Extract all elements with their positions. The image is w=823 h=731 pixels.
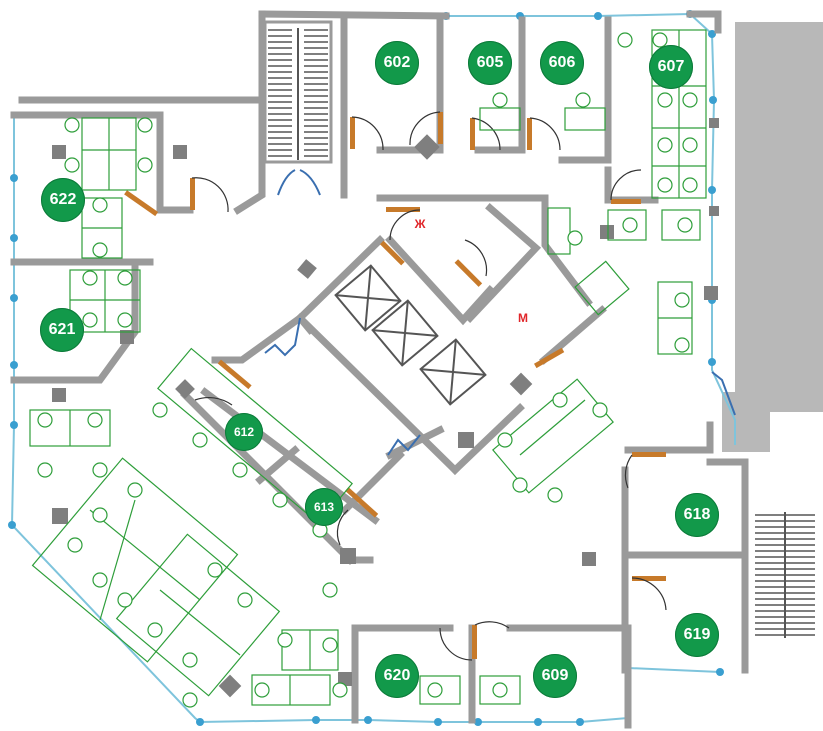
window-line <box>261 12 736 445</box>
chairs <box>37 32 698 708</box>
room-label-621[interactable]: 621 <box>40 308 84 352</box>
room-label-620[interactable]: 620 <box>375 654 419 698</box>
restroom-men-label: М <box>518 311 528 325</box>
walls <box>10 10 749 729</box>
stairs-east <box>752 510 818 640</box>
room-label-618[interactable]: 618 <box>675 493 719 537</box>
room-label-613[interactable]: 613 <box>305 488 343 526</box>
room-label-622[interactable]: 622 <box>41 178 85 222</box>
restroom-women-label: Ж <box>414 217 426 231</box>
room-label-612[interactable]: 612 <box>225 413 263 451</box>
elevators <box>334 264 487 406</box>
stairs-north <box>263 20 333 196</box>
doors <box>124 111 667 661</box>
columns <box>52 118 719 698</box>
room-label-605[interactable]: 605 <box>468 41 512 85</box>
window-line-south-east <box>627 667 721 673</box>
room-label-606[interactable]: 606 <box>540 41 584 85</box>
glass-partitions <box>264 317 736 456</box>
room-label-607[interactable]: 607 <box>649 45 693 89</box>
room-label-619[interactable]: 619 <box>675 613 719 657</box>
room-label-609[interactable]: 609 <box>533 654 577 698</box>
room-label-602[interactable]: 602 <box>375 41 419 85</box>
external-building <box>722 22 823 452</box>
